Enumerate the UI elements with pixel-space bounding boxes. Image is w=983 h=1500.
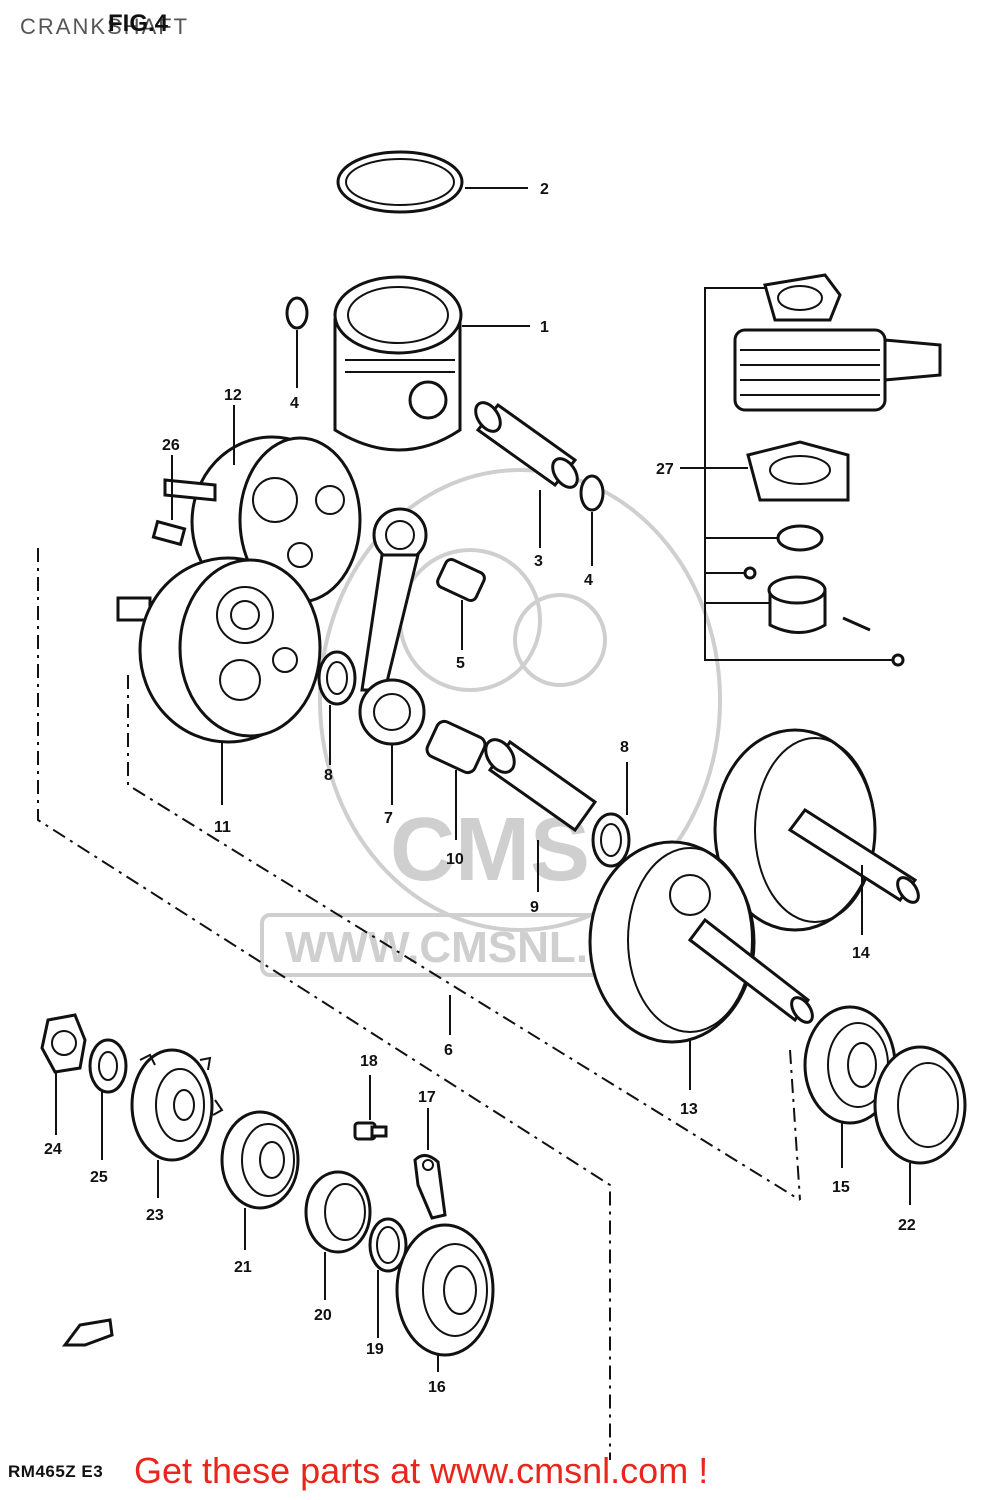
crank-pin bbox=[484, 738, 598, 892]
callout-25: 25 bbox=[90, 1169, 108, 1186]
piston bbox=[333, 275, 530, 452]
bolt bbox=[353, 1075, 388, 1141]
thrust-washer bbox=[317, 650, 631, 868]
crankshaft-bearing-right bbox=[395, 1223, 495, 1372]
piston-pin-circlip bbox=[285, 296, 605, 566]
callout-16: 16 bbox=[428, 1379, 446, 1396]
callout-2: 2 bbox=[540, 181, 549, 198]
callout-20: 20 bbox=[314, 1307, 332, 1324]
diagram-code: RM465Z E3 bbox=[8, 1462, 104, 1481]
page-title: CRANKSHAFT bbox=[20, 14, 190, 39]
crank-web-right-front bbox=[588, 840, 814, 1090]
callout-3: 3 bbox=[534, 553, 543, 570]
connecting-rod bbox=[358, 507, 428, 805]
crankshaft-assembly-boundary bbox=[37, 548, 801, 1460]
callout-19: 19 bbox=[366, 1341, 384, 1358]
callout-8a: 8 bbox=[324, 767, 333, 784]
callout-10: 10 bbox=[446, 851, 464, 868]
bearing-retainer bbox=[413, 1108, 447, 1220]
callout-27: 27 bbox=[656, 461, 674, 478]
callout-8b: 8 bbox=[620, 739, 629, 756]
callout-11: 11 bbox=[214, 819, 231, 836]
callout-26: 26 bbox=[162, 437, 180, 454]
o-ring bbox=[368, 1217, 408, 1338]
callout-23: 23 bbox=[146, 1207, 164, 1224]
crank-web-right-rear bbox=[713, 728, 920, 935]
big-end-bearing bbox=[425, 719, 487, 840]
callout-6: 6 bbox=[444, 1042, 453, 1059]
woodruff-key bbox=[151, 455, 217, 547]
callout-17: 17 bbox=[418, 1089, 436, 1106]
callout-12: 12 bbox=[224, 387, 242, 404]
primary-drive-gear bbox=[130, 1048, 224, 1198]
callout-4a: 4 bbox=[290, 395, 299, 412]
callout-1: 1 bbox=[540, 319, 549, 336]
crankshaft-bearing-left bbox=[220, 1110, 300, 1250]
promo-link[interactable]: Get these parts at www.cmsnl.com ! bbox=[134, 1450, 709, 1491]
figure-label: FIG.4 bbox=[108, 10, 169, 37]
oil-seal-right bbox=[873, 1045, 967, 1205]
callout-numbers: 2 1 4 12 26 3 4 27 5 8 7 11 8 10 9 14 6 … bbox=[44, 181, 916, 1396]
crank-web-left bbox=[116, 556, 322, 805]
piston-pin bbox=[474, 401, 579, 548]
callout-24: 24 bbox=[44, 1141, 62, 1158]
washer bbox=[88, 1038, 128, 1160]
callout-4b: 4 bbox=[584, 572, 593, 589]
callout-22: 22 bbox=[898, 1217, 916, 1234]
direction-arrow bbox=[62, 1318, 114, 1347]
callout-13: 13 bbox=[680, 1101, 698, 1118]
callout-18: 18 bbox=[360, 1053, 378, 1070]
small-end-bearing bbox=[436, 558, 486, 650]
crankshaft-nut bbox=[40, 1013, 87, 1135]
callout-7: 7 bbox=[384, 810, 393, 827]
oil-seal bbox=[304, 1170, 372, 1300]
callout-21: 21 bbox=[234, 1259, 252, 1276]
callout-15: 15 bbox=[832, 1179, 850, 1196]
callout-14: 14 bbox=[852, 945, 870, 962]
cylinder-kit-inset bbox=[680, 273, 942, 667]
callout-9: 9 bbox=[530, 899, 539, 916]
callout-5: 5 bbox=[456, 655, 465, 672]
piston-ring bbox=[336, 150, 528, 214]
